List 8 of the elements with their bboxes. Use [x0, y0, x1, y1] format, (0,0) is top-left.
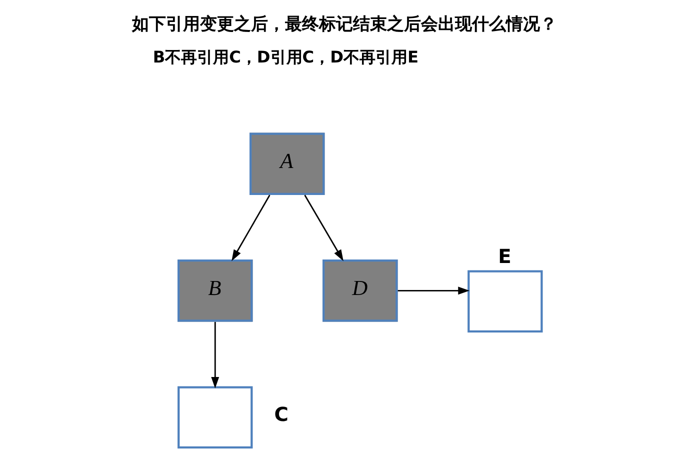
node-label: C [274, 403, 288, 426]
arrow [304, 194, 343, 262]
arrow [397, 286, 470, 295]
arrow [210, 322, 219, 388]
arrow [231, 194, 270, 262]
diagram-title: 如下引用变更之后，最终标记结束之后会出现什么情况？ [131, 14, 556, 34]
label: B不再引用C，D引用C，D不再引用E [152, 47, 418, 66]
node-label: E [498, 245, 511, 268]
